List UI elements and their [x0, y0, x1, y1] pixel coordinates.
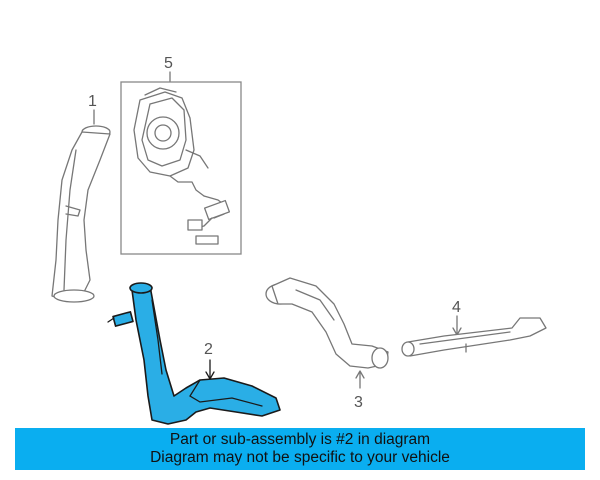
- callout-5-label: 5: [164, 55, 173, 72]
- part-4-straight-tube-group: 4: [401, 299, 547, 357]
- callout-4-label: 4: [452, 299, 461, 316]
- callout-2-label: 2: [204, 341, 213, 358]
- banner-line-2: Diagram may not be specific to your vehi…: [150, 449, 450, 466]
- callout-3-label: 3: [354, 394, 363, 411]
- part-1-duct-drawing: [51, 125, 111, 303]
- callout-3-arrowhead: [355, 370, 365, 379]
- part-5-module-drawing: [133, 87, 231, 245]
- part-2-highlighted-pipe-group: 2: [107, 282, 281, 425]
- part-4-tube-drawing: [401, 317, 547, 357]
- banner-line-1: Part or sub-assembly is #2 in diagram: [169, 431, 431, 448]
- part-2-pipe-drawing: [107, 282, 281, 425]
- part-5-module-group: 5: [120, 55, 242, 255]
- info-banner: Part or sub-assembly is #2 in diagram Di…: [15, 428, 585, 470]
- part-3-duct-drawing: [265, 277, 389, 369]
- callout-1-label: 1: [88, 93, 97, 110]
- part-1-intake-duct-group: 1: [51, 93, 111, 303]
- part-3-bent-duct-group: 3: [265, 277, 389, 411]
